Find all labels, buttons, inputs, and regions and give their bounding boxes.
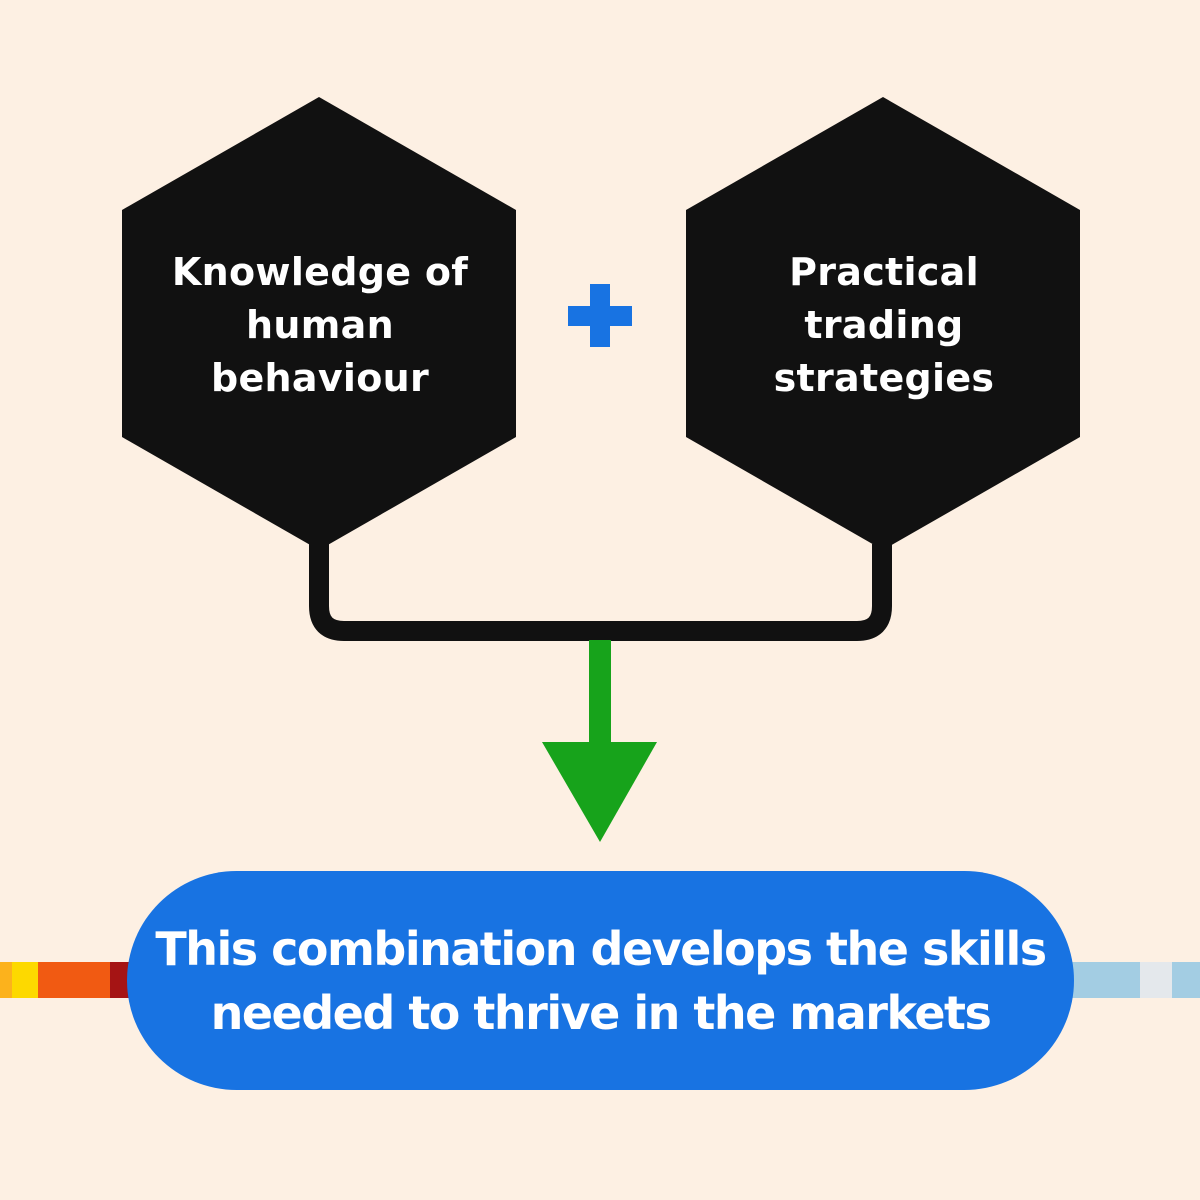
right-color-stripe xyxy=(1070,962,1200,998)
result-text: This combination develops the skills nee… xyxy=(155,921,1047,1040)
hexagon-knowledge xyxy=(122,97,516,550)
strategies-label: Practical trading strategies xyxy=(773,250,995,400)
plus-icon xyxy=(568,284,632,347)
merge-connector xyxy=(309,544,892,641)
arrow-down-icon xyxy=(542,640,657,842)
knowledge-label: Knowledge of human behaviour xyxy=(171,250,469,400)
left-color-stripe xyxy=(0,962,130,998)
result-pill: This combination develops the skills nee… xyxy=(127,871,1074,1090)
hexagon-strategies xyxy=(686,97,1080,550)
